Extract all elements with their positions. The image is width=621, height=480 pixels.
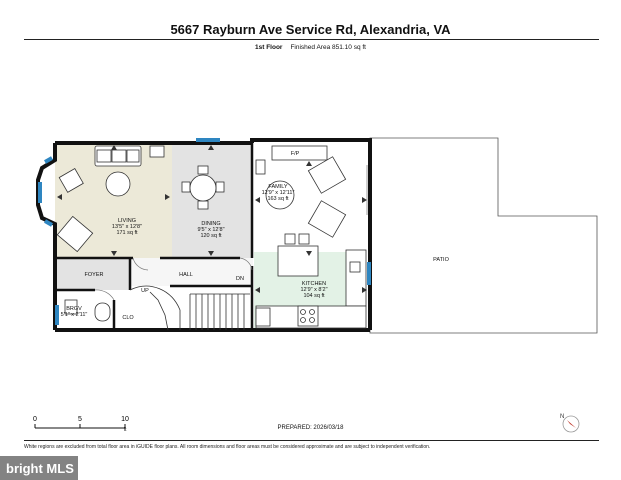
scale-label-0: 0 — [33, 416, 37, 423]
kitchen-furniture — [255, 233, 367, 329]
bath-label: BRGV — [66, 306, 82, 312]
floor-subtitle: 1st Floor Finished Area 851.10 sq ft — [0, 44, 621, 51]
side-table — [255, 159, 266, 175]
sink — [64, 299, 78, 315]
closet-label: CLO — [122, 315, 134, 321]
fridge — [255, 307, 271, 327]
family-area: 163 sq ft — [267, 196, 289, 202]
floor-name: 1st Floor — [255, 44, 283, 51]
foyer-label: FOYER — [85, 272, 104, 278]
living-furniture — [56, 145, 165, 253]
kitchen-label: KITCHEN — [302, 281, 326, 287]
toilet — [94, 302, 111, 322]
stairs-down-label: DN — [236, 276, 244, 282]
patio-label: PATIO — [433, 257, 449, 263]
round-table — [265, 180, 295, 210]
dining-table — [189, 174, 217, 202]
disclaimer-text: White regions are excluded from total fl… — [24, 444, 431, 450]
patio-outline — [369, 137, 598, 334]
armchair — [307, 200, 347, 238]
scale-bar: 0 5 10 ft — [33, 416, 129, 432]
living-area: 171 sq ft — [116, 230, 138, 236]
scale-label-10: 10 — [121, 416, 129, 423]
kitchen-island — [277, 245, 319, 277]
kitchen-area: 104 sq ft — [303, 293, 325, 299]
bath-dims: 5'1" x 2'11" — [61, 312, 88, 318]
footer-rule — [24, 440, 599, 441]
property-address-title: 5667 Rayburn Ave Service Rd, Alexandria,… — [170, 22, 451, 37]
range — [297, 305, 319, 327]
family-furniture — [255, 145, 347, 238]
scale-unit: ft — [124, 427, 127, 432]
room-labels: LIVING 13'5" x 12'8" 171 sq ft DINING 9'… — [61, 151, 450, 321]
living-label: LIVING — [118, 218, 136, 224]
dimension-arrows — [57, 145, 367, 293]
hall-floor — [130, 258, 253, 286]
family-dims: 12'9" x 12'11" — [262, 190, 295, 196]
dining-furniture — [181, 165, 225, 210]
bright-mls-watermark: bright MLS — [0, 456, 78, 480]
compass-icon: N — [560, 414, 580, 433]
dining-dims: 9'5" x 12'8" — [197, 227, 224, 233]
dining-floor — [172, 143, 252, 258]
foyer-floor — [55, 258, 130, 290]
armchair — [307, 156, 347, 194]
scale-label-5: 5 — [78, 416, 82, 423]
stairs — [129, 285, 250, 331]
finished-area: Finished Area 851.10 sq ft — [290, 44, 366, 51]
fireplace-unit — [271, 145, 328, 161]
kitchen-dims: 12'9" x 8'2" — [300, 287, 327, 293]
bath-fixtures — [64, 299, 111, 322]
fireplace-label: F/P — [291, 151, 300, 157]
compass-north-label: N — [560, 414, 564, 420]
stairs-up-label: UP — [141, 288, 149, 294]
coffee-table — [105, 171, 131, 197]
windows — [38, 138, 371, 325]
hall-label: HALL — [179, 272, 193, 278]
living-dims: 13'5" x 12'8" — [112, 224, 142, 230]
interior-walls — [53, 143, 254, 330]
header-rule — [24, 39, 599, 40]
armchair — [58, 168, 84, 193]
armchair — [56, 215, 94, 253]
dining-area: 120 sq ft — [200, 233, 222, 239]
side-table — [149, 145, 165, 158]
family-label: FAMILY — [268, 184, 287, 190]
door-swings — [94, 257, 253, 301]
prepared-date: PREPARED: 2026/03/18 — [277, 425, 344, 431]
counter-right — [345, 249, 367, 307]
dining-label: DINING — [201, 221, 220, 227]
